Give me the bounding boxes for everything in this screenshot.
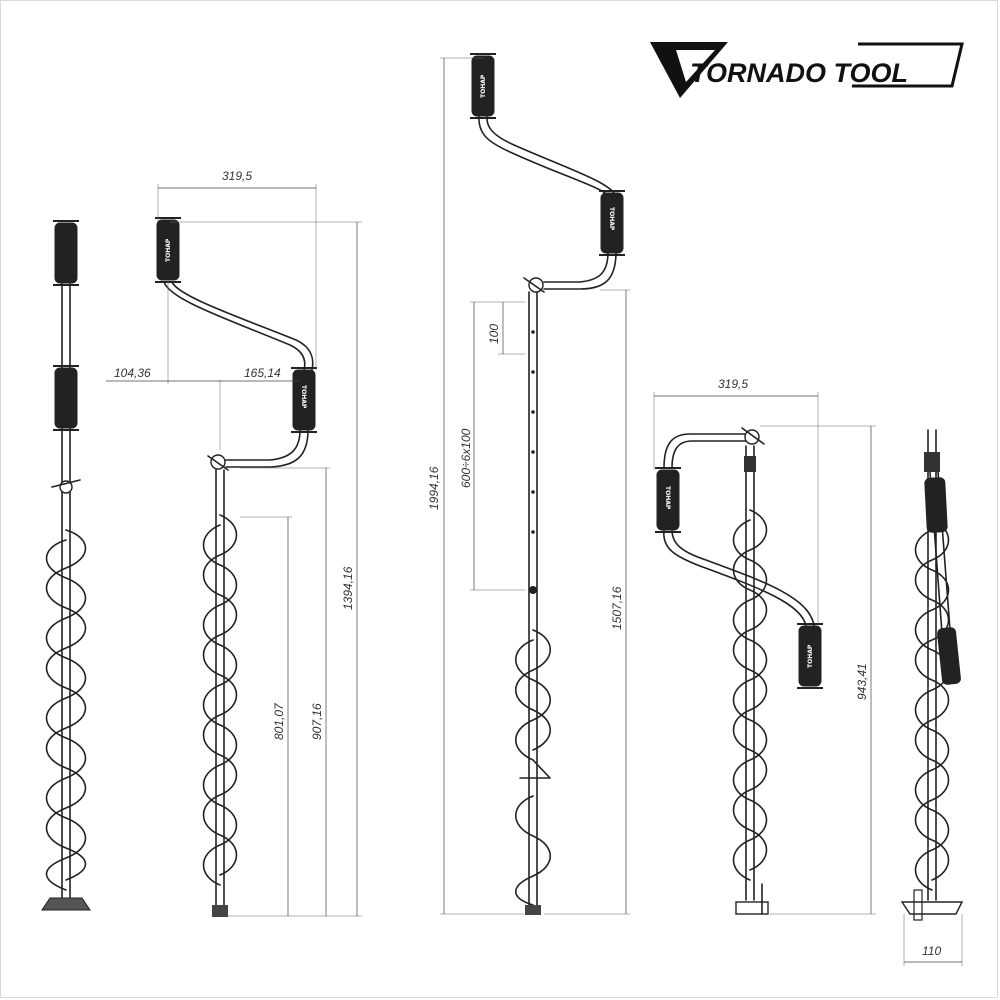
dim-view2-offset-left: 104,36 bbox=[114, 366, 151, 380]
brand-logo: TORNADO TOOL bbox=[650, 42, 964, 98]
dim-view2-width: 319,5 bbox=[222, 169, 252, 183]
logo-text: TORNADO TOOL bbox=[690, 58, 908, 88]
grip-label: ТОНАР bbox=[165, 238, 172, 262]
auger-spiral bbox=[45, 529, 87, 891]
auger-view-extended: 1994,16 600÷6x100 100 1507,16 bbox=[427, 53, 630, 915]
dim-view4-width: 319,5 bbox=[718, 377, 748, 391]
auger-view-side-left bbox=[41, 220, 91, 911]
dim-view2-auger-height: 801,07 bbox=[272, 702, 286, 740]
dim-view3-total-height: 1994,16 bbox=[427, 466, 441, 510]
auger-view-folded: 110 bbox=[900, 429, 964, 966]
dim-view5-width: 110 bbox=[922, 944, 941, 958]
grip-label: ТОНАР bbox=[664, 486, 671, 510]
dim-view3-extension: 600÷6x100 bbox=[459, 428, 473, 488]
grip-label: ТОНАР bbox=[300, 385, 307, 409]
cutting-head bbox=[41, 897, 91, 911]
logo-swoosh bbox=[852, 42, 964, 88]
cutting-head bbox=[900, 901, 964, 915]
auger-view-crank-front: 319,5 104,36 165,14 1394,16 907,16 801,0… bbox=[106, 169, 362, 917]
grip-label: ТОНАР bbox=[608, 207, 615, 231]
dim-view2-mid-height: 907,16 bbox=[310, 703, 324, 740]
dim-view4-height: 943,41 bbox=[855, 663, 869, 700]
dim-view3-step: 100 bbox=[487, 324, 501, 344]
dim-view2-offset-right: 165,14 bbox=[244, 366, 281, 380]
grip-label: ТОНАР bbox=[807, 644, 814, 668]
dim-view2-total-height: 1394,16 bbox=[341, 566, 355, 610]
auger-view-crank-side: 319,5 943,41 bbox=[653, 377, 876, 915]
grip-label: ТОНАР bbox=[480, 74, 487, 98]
dim-view3-lower-height: 1507,16 bbox=[610, 586, 624, 630]
